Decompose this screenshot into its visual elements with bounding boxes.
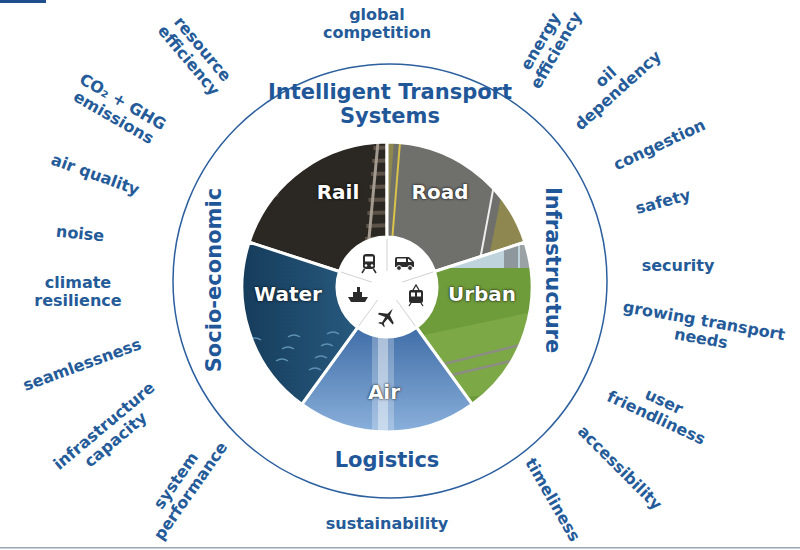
wedge-edge xyxy=(387,142,525,272)
text-holder: Road xyxy=(412,180,469,204)
text-holder: oil dependency xyxy=(555,31,668,138)
mode-label: Water xyxy=(254,282,322,306)
mode-label: Rail xyxy=(317,180,360,204)
theme-ring: Intelligent Transport SystemsInfrastruct… xyxy=(172,63,608,499)
challenge-label: user friendliness xyxy=(598,368,722,451)
wedge-picture xyxy=(242,142,532,432)
mode-label: Urban xyxy=(448,282,516,306)
corner-bar xyxy=(0,0,46,3)
text-holder: Logistics xyxy=(335,448,440,472)
wedge-picture xyxy=(242,142,532,432)
text-holder: growing transport needs xyxy=(618,298,787,362)
challenge-label: sustainability xyxy=(326,515,449,533)
challenge-label: timeliness xyxy=(521,455,583,544)
challenge-label: climate resilience xyxy=(23,274,133,310)
text-holder: accessibility xyxy=(574,422,665,513)
footer-rule xyxy=(0,547,800,549)
challenge-label: growing transport needs xyxy=(618,298,787,362)
challenge-label: resource efficiency xyxy=(144,0,245,111)
challenge-label: oil dependency xyxy=(555,31,668,138)
text-holder: user friendliness xyxy=(598,368,722,451)
text-holder: infrastructure capacity xyxy=(41,371,179,495)
text-holder: timeliness xyxy=(521,455,583,544)
text-holder: safety xyxy=(634,186,693,218)
text-holder: seamlessness xyxy=(20,335,143,394)
tram-icon xyxy=(409,285,423,306)
challenge-label: congestion xyxy=(611,116,708,174)
challenge-label: system performance xyxy=(130,420,237,550)
challenge-label: noise xyxy=(55,223,105,246)
mode-label: Air xyxy=(368,380,400,404)
text-holder: Intelligent Transport Systems xyxy=(250,80,530,128)
ring-heading: Logistics xyxy=(335,448,440,472)
text-holder: Socio-economic xyxy=(202,188,226,372)
text-holder: air quality xyxy=(49,151,142,199)
ring-heading: Socio-economic xyxy=(202,188,226,372)
plane-icon xyxy=(374,304,400,331)
text-holder: system performance xyxy=(130,420,237,550)
train-icon xyxy=(362,254,376,273)
ring-circle xyxy=(173,64,607,498)
text-holder: sustainability xyxy=(326,515,449,533)
text-holder: global competition xyxy=(302,6,452,42)
text-holder: noise xyxy=(55,223,105,246)
van-icon xyxy=(395,257,414,270)
ring-heading: Infrastructure xyxy=(541,187,565,353)
text-holder: Air xyxy=(368,380,400,404)
text-holder: security xyxy=(642,257,715,275)
text-holder: Infrastructure xyxy=(541,187,565,353)
ship-icon xyxy=(348,287,368,302)
mode-label: Road xyxy=(412,180,469,204)
challenge-label: air quality xyxy=(49,151,142,199)
challenge-label: safety xyxy=(634,186,693,218)
challenge-label: seamlessness xyxy=(20,335,143,394)
text-holder: CO₂ + GHG emissions xyxy=(54,62,183,157)
text-holder: congestion xyxy=(611,116,708,174)
wedge-edge xyxy=(242,242,358,404)
text-holder: Urban xyxy=(448,282,516,306)
challenge-label: security xyxy=(642,257,715,275)
text-holder: Rail xyxy=(317,180,360,204)
wedge-picture xyxy=(242,142,532,432)
text-holder: Water xyxy=(254,282,322,306)
text-holder: resource efficiency xyxy=(144,0,245,111)
text-holder: climate resilience xyxy=(23,274,133,310)
wedge-picture xyxy=(242,142,532,432)
challenge-label: global competition xyxy=(302,6,452,42)
ring-heading: Intelligent Transport Systems xyxy=(250,80,530,128)
challenge-label: accessibility xyxy=(574,422,665,513)
challenge-label: CO₂ + GHG emissions xyxy=(54,62,183,157)
challenge-label: infrastructure capacity xyxy=(41,371,179,495)
wedge-picture xyxy=(242,142,532,432)
